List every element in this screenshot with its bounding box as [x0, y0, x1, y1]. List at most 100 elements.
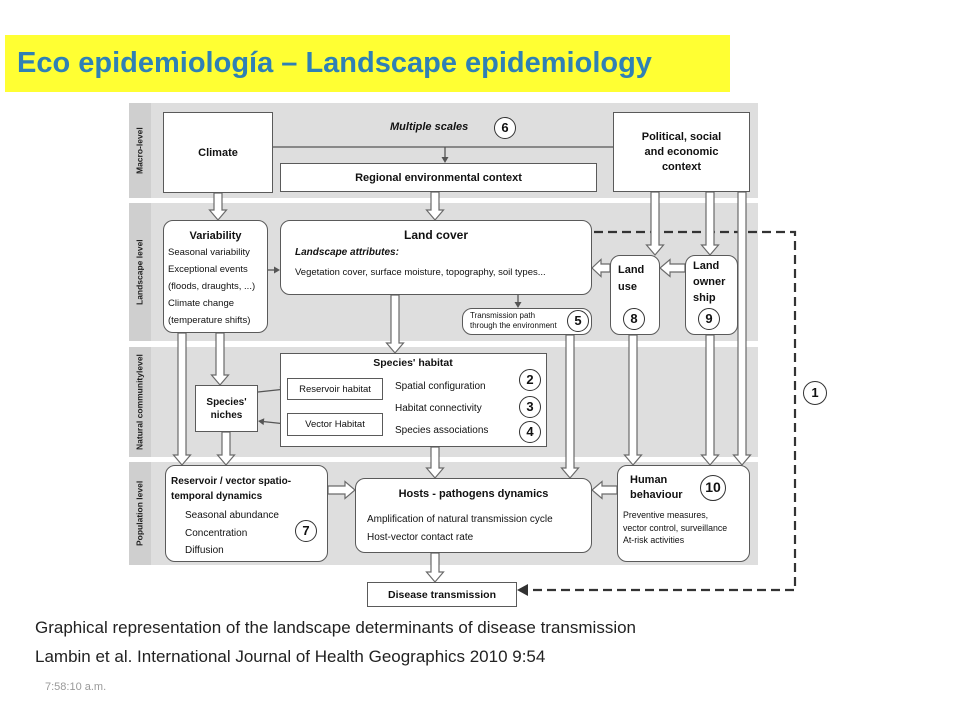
- habitat-attribute-number: 2: [519, 369, 541, 391]
- reservoir-vector-to-hosts-arrow: [327, 480, 356, 500]
- feedback-dashed-line: [526, 230, 797, 592]
- political-line-1: Political, social: [641, 130, 722, 143]
- variability-to-species-niches-arrow: [210, 332, 230, 386]
- vector-habitat-box: Vector Habitat: [287, 413, 383, 436]
- climate-box: Climate: [163, 112, 273, 193]
- land-use-to-human-behaviour-arrow: [623, 334, 643, 466]
- feedback-arrowhead: [517, 584, 528, 596]
- political-to-land-use-arrow: [645, 191, 665, 256]
- reservoir-vector-item: Diffusion: [185, 545, 224, 556]
- land-ownership-to-human-behaviour-arrow: [700, 334, 720, 466]
- transmission-path-line-2: through the environment: [470, 321, 557, 330]
- land-cover-to-transmission-path-arrow-head: [514, 302, 522, 308]
- variability-item: (temperature shifts): [168, 315, 251, 326]
- hosts-to-disease-transmission-arrow: [425, 552, 445, 583]
- habitat-attribute-number: 3: [519, 396, 541, 418]
- land-use-line-1: Land: [618, 264, 645, 276]
- reservoir-vector-title-line-2: temporal dynamics: [171, 491, 263, 502]
- habitat-attribute-label: Spatial configuration: [395, 381, 486, 392]
- feedback-loop-number: 1: [803, 381, 827, 405]
- land-cover-detail: Vegetation cover, surface moisture, topo…: [295, 267, 546, 278]
- multiple-scales-label: Multiple scales: [390, 121, 469, 133]
- human-behaviour-number: 10: [700, 475, 726, 501]
- hosts-pathogens-item: Amplification of natural transmission cy…: [367, 514, 553, 525]
- transmission-path-line-1: Transmission path: [470, 311, 536, 320]
- species-habitat-box: Species' habitat Reservoir habitat Vecto…: [280, 353, 547, 447]
- political-context-box: Political, social and economic context: [613, 112, 750, 192]
- land-ownership-line-2: owner: [693, 276, 726, 288]
- human-behaviour-item: Preventive measures,: [623, 510, 709, 520]
- vector-habitat-label: Vector Habitat: [305, 419, 365, 430]
- reservoir-vector-number: 7: [295, 520, 317, 542]
- species-niches-to-reservoir-vector-arrow: [216, 431, 236, 466]
- land-ownership-box: Land owner ship 9: [685, 255, 738, 335]
- land-cover-subtitle: Landscape attributes:: [295, 247, 399, 258]
- human-behaviour-item: vector control, surveillance: [623, 522, 728, 533]
- land-use-to-land-cover-arrow: [591, 258, 611, 278]
- vector-habitat-to-niches-arrow-head: [258, 418, 265, 426]
- reservoir-vector-box: Reservoir / vector spatio- temporal dyna…: [165, 465, 328, 562]
- political-to-land-ownership-arrow: [700, 191, 720, 256]
- hosts-pathogens-title: Hosts - pathogens dynamics: [398, 488, 549, 500]
- reservoir-habitat-box: Reservoir habitat: [287, 378, 383, 400]
- disease-transmission-box: Disease transmission: [367, 582, 517, 607]
- variability-to-reservoir-vector-arrow: [172, 332, 192, 466]
- hosts-pathogens-item: Host-vector contact rate: [367, 532, 474, 543]
- title-banner: Eco epidemiología – Landscape epidemiolo…: [5, 35, 730, 92]
- timestamp: 7:58:10 a.m.: [45, 681, 107, 693]
- land-ownership-line-3: ship: [693, 292, 716, 304]
- regional-to-land-cover-arrow: [425, 191, 445, 221]
- human-behaviour-to-hosts-arrow: [591, 480, 618, 500]
- political-line-3: context: [661, 160, 702, 173]
- reservoir-vector-item: Concentration: [185, 527, 248, 539]
- variability-item: (floods, draughts, ...): [168, 281, 256, 292]
- variability-item: Seasonal variability: [168, 247, 250, 258]
- species-niches-line-2: niches: [210, 409, 243, 421]
- land-cover-box: Land cover Landscape attributes: Vegetat…: [280, 220, 592, 295]
- variability-box: Variability Seasonal variability Excepti…: [163, 220, 268, 333]
- political-to-human-behaviour-arrow: [732, 191, 752, 466]
- human-behaviour-title-line-2: behaviour: [630, 489, 683, 501]
- land-cover-to-species-habitat-arrow: [385, 294, 405, 354]
- land-use-number: 8: [623, 308, 645, 330]
- land-use-line-2: use: [618, 281, 637, 293]
- species-habitat-to-hosts-arrow: [425, 446, 445, 479]
- climate-label: Climate: [198, 146, 238, 159]
- reservoir-vector-item: Seasonal abundance: [185, 510, 279, 521]
- variability-item: Exceptional events: [168, 264, 248, 275]
- political-line-2: and economic: [644, 145, 719, 158]
- species-habitat-title: Species' habitat: [373, 357, 453, 369]
- slide-title: Eco epidemiología – Landscape epidemiolo…: [17, 47, 652, 79]
- habitat-attribute-number: 4: [519, 421, 541, 443]
- land-ownership-to-land-use-arrow: [659, 258, 686, 278]
- disease-transmission-label: Disease transmission: [388, 588, 496, 601]
- variability-item: Climate change: [168, 298, 235, 309]
- variability-to-land-cover-arrow-head: [274, 266, 280, 274]
- niches-to-reservoir-habitat-arrow: [257, 388, 281, 393]
- caption-line-1: Graphical representation of the landscap…: [35, 618, 637, 637]
- human-behaviour-title-line-1: Human: [630, 474, 668, 486]
- land-ownership-line-1: Land: [693, 260, 720, 272]
- land-cover-title: Land cover: [403, 228, 469, 242]
- regional-context-box: Regional environmental context: [280, 163, 597, 192]
- species-niches-line-1: Species': [206, 396, 247, 408]
- hosts-pathogens-box: Hosts - pathogens dynamics Amplification…: [355, 478, 592, 553]
- transmission-path-number: 5: [567, 310, 589, 332]
- transmission-path-to-hosts-arrow: [560, 334, 580, 479]
- land-ownership-number: 9: [698, 308, 720, 330]
- human-behaviour-box: Human behaviour Preventive measures, vec…: [617, 465, 750, 562]
- species-niches-box: Species' niches: [195, 385, 258, 432]
- reservoir-habitat-label: Reservoir habitat: [299, 383, 371, 395]
- habitat-attribute-label: Habitat connectivity: [395, 403, 482, 414]
- land-use-box: Land use 8: [610, 255, 660, 335]
- multiple-scales-number: 6: [494, 117, 516, 139]
- regional-context-label: Regional environmental context: [355, 171, 522, 184]
- variability-title: Variability: [189, 230, 242, 242]
- scales-to-regional-arrow-head: [441, 157, 449, 163]
- habitat-attribute-label: Species associations: [395, 425, 489, 436]
- caption-line-2: Lambin et al. International Journal of H…: [35, 647, 546, 666]
- reservoir-vector-title-line-1: Reservoir / vector spatio-: [171, 476, 292, 487]
- human-behaviour-item: At-risk activities: [623, 535, 685, 545]
